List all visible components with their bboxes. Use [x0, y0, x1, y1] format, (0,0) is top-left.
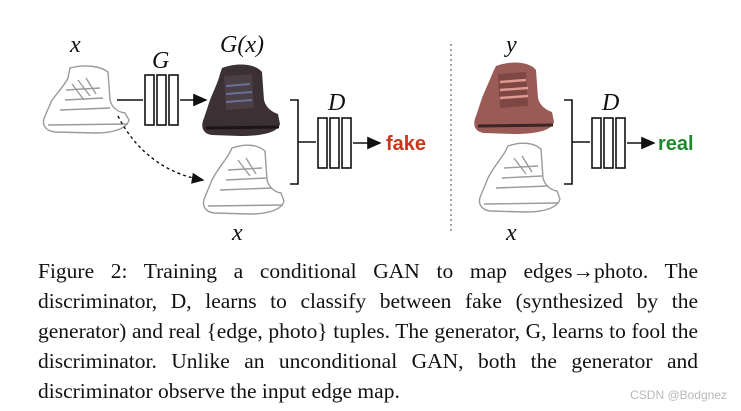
- edge-sketch-shoe-condition: [202, 144, 285, 215]
- output-gx-label: G(x): [220, 32, 264, 58]
- discriminator-block-left: [317, 117, 352, 169]
- dashed-arrow-x-to-condition: [117, 115, 205, 184]
- discriminator-label-left: D: [327, 90, 345, 116]
- pair-bracket-left: [290, 99, 316, 185]
- figure-caption: Figure 2: Training a conditional GAN to …: [38, 259, 698, 403]
- generator-label: G: [152, 48, 169, 74]
- real-photo-y-label: y: [504, 32, 517, 58]
- edge-sketch-shoe-input: [42, 65, 130, 134]
- condition-x-label-right: x: [505, 220, 517, 246]
- condition-x-label: x: [231, 220, 243, 246]
- generated-photo-shoe: [202, 64, 280, 136]
- gan-training-figure: x G G(x) x D fake: [42, 32, 694, 246]
- watermark: CSDN @Bodgnez: [630, 388, 727, 402]
- real-photo-shoe: [474, 62, 554, 134]
- discriminator-block-right: [591, 117, 626, 169]
- edge-sketch-shoe-right: [478, 142, 561, 213]
- input-x-label: x: [69, 32, 81, 58]
- generator-block: [144, 74, 179, 126]
- real-verdict-label: real: [658, 133, 694, 155]
- pair-bracket-right: [564, 99, 590, 185]
- discriminator-label-right: D: [601, 90, 619, 116]
- fake-verdict-label: fake: [386, 133, 426, 155]
